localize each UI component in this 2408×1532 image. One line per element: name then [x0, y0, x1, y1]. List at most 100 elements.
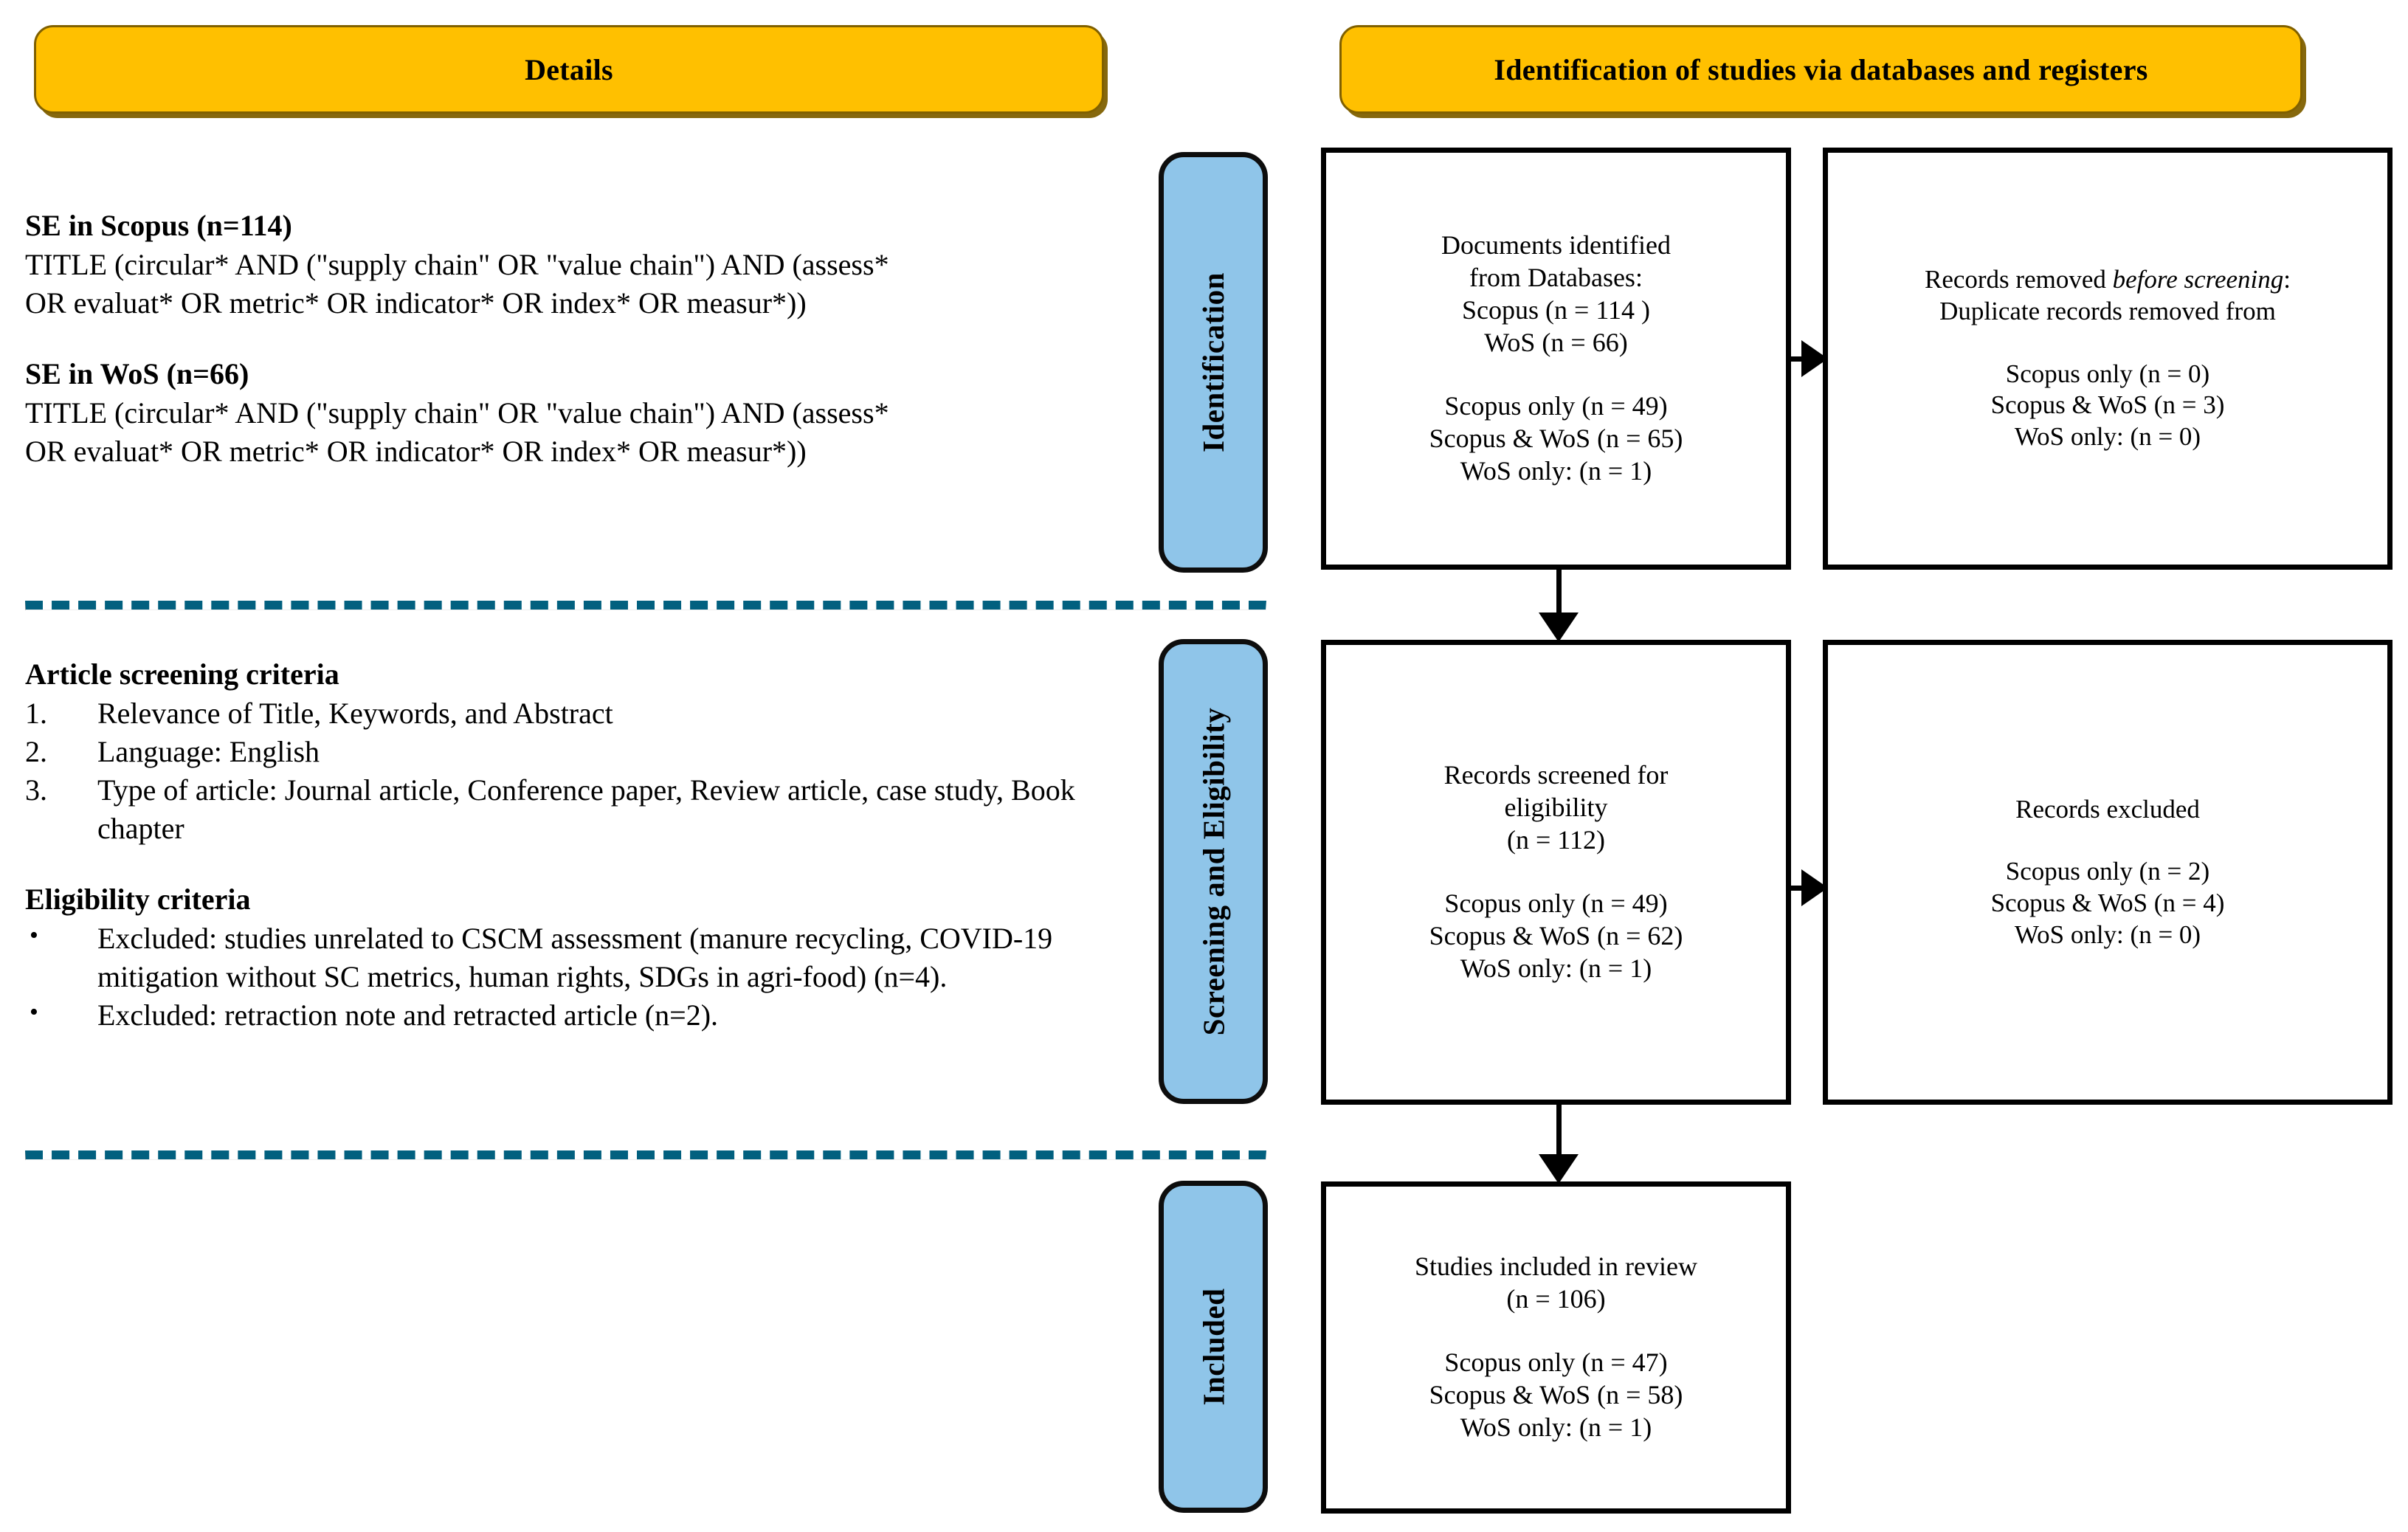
- text-line: Scopus (n = 114 ): [1462, 295, 1650, 325]
- list-item: 1. Relevance of Title, Keywords, and Abs…: [25, 694, 1132, 733]
- list-marker: 2.: [25, 734, 47, 768]
- details-banner-label: Details: [525, 52, 613, 86]
- text-line: Records excluded: [2015, 794, 2200, 824]
- arrow-shaft: [1556, 570, 1562, 615]
- flow-box-records-excluded: Records excluded Scopus only (n = 2) Sco…: [1823, 640, 2393, 1105]
- arrow-head: [1539, 1154, 1579, 1184]
- list-item-text: Excluded: studies unrelated to CSCM asse…: [97, 921, 1053, 993]
- text-line: Scopus & WoS (n = 62): [1429, 920, 1683, 950]
- arrow-right-icon: [1791, 869, 1828, 906]
- spacer: [25, 848, 1132, 880]
- list-item-text: Relevance of Title, Keywords, and Abstra…: [97, 696, 613, 730]
- text-line: Studies included in review: [1415, 1252, 1697, 1282]
- arrow-shaft: [1791, 356, 1807, 362]
- scopus-search-block: SE in Scopus (n=114) TITLE (circular* AN…: [25, 207, 1132, 322]
- arrow-head: [1801, 869, 1828, 906]
- list-item-text: Excluded: retraction note and retracted …: [97, 998, 719, 1032]
- scopus-search-heading: SE in Scopus (n=114): [25, 209, 292, 242]
- text-line: WoS only: (n = 0): [2014, 919, 2201, 949]
- records-screened-title: Records screened for eligibility (n = 11…: [1444, 759, 1669, 857]
- wos-search-query-line-2: OR evaluat* OR metric* OR indicator* OR …: [25, 434, 807, 468]
- text-line: Documents identified: [1441, 230, 1671, 260]
- documents-identified-title: Documents identified from Databases: Sco…: [1441, 230, 1671, 359]
- bullet-marker: •: [30, 998, 38, 1026]
- text-line: WoS only: (n = 0): [2014, 422, 2201, 452]
- text-line: Records screened for: [1443, 760, 1669, 790]
- records-excluded-title: Records excluded: [2015, 794, 2200, 826]
- scopus-search-query-line-2: OR evaluat* OR metric* OR indicator* OR …: [25, 286, 807, 320]
- records-screened-breakdown: Scopus only (n = 49) Scopus & WoS (n = 6…: [1429, 888, 1683, 985]
- records-removed-emphasis: before screening: [2112, 265, 2284, 294]
- spacer: [25, 322, 1132, 355]
- text-line: (n = 106): [1506, 1284, 1606, 1314]
- list-item: • Excluded: studies unrelated to CSCM as…: [25, 919, 1132, 996]
- text-line: WoS only: (n = 1): [1460, 953, 1652, 983]
- records-removed-title: Records removed before screening: Duplic…: [1925, 264, 2291, 327]
- stage-label-identification-text: Identification: [1196, 272, 1230, 452]
- section-divider-1: [25, 601, 1266, 610]
- arrow-shaft: [1791, 886, 1807, 891]
- flow-box-records-screened: Records screened for eligibility (n = 11…: [1321, 640, 1791, 1105]
- text-line: Scopus only (n = 49): [1444, 889, 1668, 918]
- article-screening-criteria-heading: Article screening criteria: [25, 658, 339, 691]
- wos-search-query-line-1: TITLE (circular* AND ("supply chain" OR …: [25, 396, 889, 429]
- text-line: Scopus only (n = 47): [1444, 1348, 1668, 1378]
- text-line: eligibility: [1504, 793, 1608, 823]
- bullet-marker: •: [30, 921, 38, 949]
- text-line: WoS only: (n = 1): [1460, 1412, 1652, 1442]
- studies-included-breakdown: Scopus only (n = 47) Scopus & WoS (n = 5…: [1429, 1347, 1683, 1444]
- text-line: WoS only: (n = 1): [1460, 455, 1652, 486]
- flow-box-records-removed: Records removed before screening: Duplic…: [1823, 148, 2393, 570]
- records-removed-prefix: Records removed: [1924, 265, 2113, 294]
- arrow-shaft: [1556, 1105, 1562, 1156]
- screening-criteria-column: Article screening criteria 1. Relevance …: [25, 655, 1132, 1035]
- article-screening-criteria-list: 1. Relevance of Title, Keywords, and Abs…: [25, 694, 1132, 848]
- text-line: Duplicate records removed from: [1939, 296, 2276, 325]
- arrow-head: [1801, 340, 1828, 377]
- list-item: • Excluded: retraction note and retracte…: [25, 996, 1132, 1035]
- list-item: 3. Type of article: Journal article, Con…: [25, 771, 1132, 848]
- arrow-right-icon: [1791, 340, 1828, 377]
- text-line: Scopus & WoS (n = 4): [1990, 889, 2225, 917]
- details-banner: Details: [34, 25, 1104, 114]
- text-line: (n = 112): [1507, 825, 1605, 855]
- records-excluded-breakdown: Scopus only (n = 2) Scopus & WoS (n = 4)…: [1991, 856, 2225, 950]
- text-line: Records removed before screening:: [1925, 264, 2291, 296]
- list-item: 2. Language: English: [25, 733, 1132, 771]
- eligibility-criteria-heading: Eligibility criteria: [25, 882, 251, 916]
- identification-banner: Identification of studies via databases …: [1339, 25, 2302, 114]
- stage-label-included: Included: [1159, 1181, 1268, 1513]
- list-marker: 3.: [25, 773, 47, 807]
- list-item-text: Type of article: Journal article, Confer…: [97, 773, 1075, 845]
- arrow-down-icon: [1538, 1105, 1579, 1184]
- stage-label-included-text: Included: [1196, 1288, 1231, 1406]
- identification-banner-label: Identification of studies via databases …: [1494, 52, 2148, 86]
- list-item-text: Language: English: [97, 734, 320, 768]
- text-line: Scopus & WoS (n = 65): [1429, 423, 1683, 453]
- section-divider-2: [25, 1150, 1266, 1160]
- details-column: SE in Scopus (n=114) TITLE (circular* AN…: [25, 207, 1132, 471]
- arrow-head: [1539, 613, 1579, 642]
- arrow-down-icon: [1538, 570, 1579, 642]
- stage-label-screening-and-eligibility-text: Screening and Eligibility: [1196, 707, 1231, 1036]
- records-removed-breakdown: Scopus only (n = 0) Scopus & WoS (n = 3)…: [1991, 359, 2225, 453]
- eligibility-criteria-list: • Excluded: studies unrelated to CSCM as…: [25, 919, 1132, 1035]
- text-line: from Databases:: [1469, 263, 1643, 293]
- wos-search-block: SE in WoS (n=66) TITLE (circular* AND ("…: [25, 355, 1132, 471]
- studies-included-title: Studies included in review (n = 106): [1415, 1251, 1697, 1316]
- text-line: Scopus & WoS (n = 3): [1990, 390, 2225, 420]
- records-removed-suffix: :: [2283, 265, 2291, 294]
- text-line: Scopus only (n = 0): [2005, 359, 2210, 388]
- scopus-search-query-line-1: TITLE (circular* AND ("supply chain" OR …: [25, 247, 889, 281]
- flow-box-studies-included: Studies included in review (n = 106) Sco…: [1321, 1181, 1791, 1514]
- documents-identified-breakdown: Scopus only (n = 49) Scopus & WoS (n = 6…: [1429, 390, 1683, 488]
- wos-search-heading: SE in WoS (n=66): [25, 356, 249, 390]
- text-line: Scopus only (n = 49): [1444, 390, 1668, 421]
- stage-label-identification: Identification: [1159, 152, 1268, 573]
- text-line: WoS (n = 66): [1484, 328, 1628, 358]
- text-line: Scopus only (n = 2): [2005, 857, 2210, 886]
- flow-box-documents-identified: Documents identified from Databases: Sco…: [1321, 148, 1791, 570]
- list-marker: 1.: [25, 696, 47, 730]
- text-line: Scopus & WoS (n = 58): [1429, 1379, 1683, 1409]
- stage-label-screening-and-eligibility: Screening and Eligibility: [1159, 639, 1268, 1104]
